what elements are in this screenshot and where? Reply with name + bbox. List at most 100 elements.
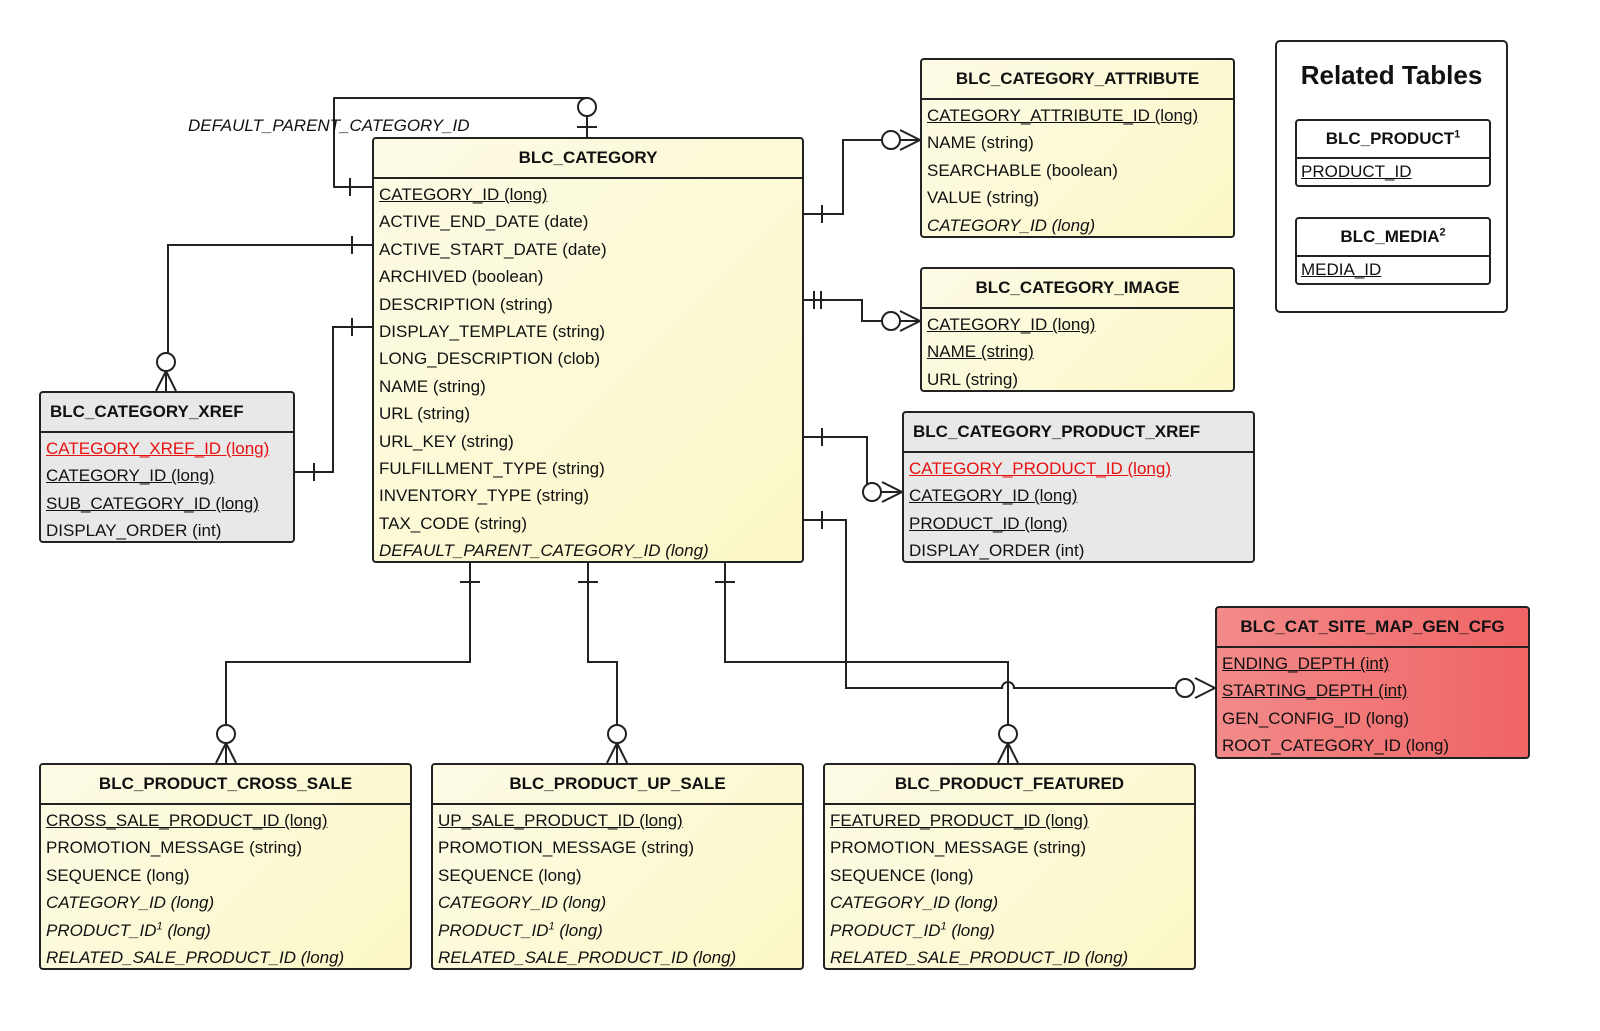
legend-table-field: PRODUCT_ID <box>1301 162 1412 181</box>
legend-title: Related Tables <box>1300 60 1483 90</box>
field: FEATURED_PRODUCT_ID (long) <box>830 811 1089 830</box>
entity-blc-cat-site-map-gen-cfg[interactable]: BLC_CAT_SITE_MAP_GEN_CFG ENDING_DEPTH (i… <box>1215 606 1530 759</box>
field: PRODUCT_ID (long) <box>909 513 1068 533</box>
entity-title: BLC_CAT_SITE_MAP_GEN_CFG <box>1217 608 1528 648</box>
field-text: PRODUCT_ID <box>438 920 549 940</box>
field-text: PRODUCT_ID <box>830 920 941 940</box>
field: CATEGORY_ID (long) <box>927 315 1096 334</box>
legend-table-blc-media[interactable]: BLC_MEDIA2 MEDIA_ID <box>1295 217 1491 285</box>
field-type: (long) <box>554 920 603 940</box>
field: LONG_DESCRIPTION (clob) <box>379 349 601 369</box>
field: NAME (string) <box>927 133 1034 153</box>
entity-blc-category-image[interactable]: BLC_CATEGORY_IMAGE CATEGORY_ID (long) NA… <box>920 267 1235 392</box>
entity-fields: CATEGORY_PRODUCT_ID (long) CATEGORY_ID (… <box>904 453 1253 561</box>
field: SEARCHABLE (boolean) <box>927 160 1118 180</box>
field: CATEGORY_ATTRIBUTE_ID (long) <box>927 106 1199 125</box>
entity-fields: CATEGORY_ID (long) NAME (string) URL (st… <box>922 309 1233 390</box>
field: CATEGORY_ID (long) <box>46 893 215 913</box>
field: RELATED_SALE_PRODUCT_ID (long) <box>830 947 1129 967</box>
entity-blc-category-attribute[interactable]: BLC_CATEGORY_ATTRIBUTE CATEGORY_ATTRIBUT… <box>920 58 1235 238</box>
field: URL (string) <box>927 369 1018 389</box>
field: STARTING_DEPTH (int) <box>1222 681 1408 701</box>
field: CATEGORY_XREF_ID (long) <box>46 439 270 458</box>
field: DISPLAY_ORDER (int) <box>46 521 222 541</box>
entity-blc-product-cross-sale[interactable]: BLC_PRODUCT_CROSS_SALE CROSS_SALE_PRODUC… <box>39 763 412 970</box>
field: CATEGORY_ID (long) <box>379 185 548 204</box>
legend-table-blc-product[interactable]: BLC_PRODUCT1 PRODUCT_ID <box>1295 119 1491 187</box>
entity-fields: CROSS_SALE_PRODUCT_ID (long) PROMOTION_M… <box>41 805 410 968</box>
entity-title: BLC_CATEGORY_IMAGE <box>922 269 1233 309</box>
rel-category-cross-sale <box>225 563 471 724</box>
field: URL_KEY (string) <box>379 431 514 451</box>
field: UP_SALE_PRODUCT_ID (long) <box>438 811 683 830</box>
field: CATEGORY_ID (long) <box>909 486 1078 506</box>
entity-title: BLC_CATEGORY_PRODUCT_XREF <box>904 413 1253 453</box>
field: NAME (string) <box>379 376 486 396</box>
field: ENDING_DEPTH (int) <box>1222 654 1390 673</box>
entity-title: BLC_CATEGORY_ATTRIBUTE <box>922 60 1233 100</box>
rel-category-up-sale <box>587 563 618 724</box>
field: SEQUENCE (long) <box>438 865 582 885</box>
legend-table-title: BLC_MEDIA2 <box>1297 219 1489 257</box>
entity-fields: FEATURED_PRODUCT_ID (long) PROMOTION_MES… <box>825 805 1194 968</box>
footnote-mark: 1 <box>940 919 947 932</box>
field: GEN_CONFIG_ID (long) <box>1222 708 1410 728</box>
entity-fields: ENDING_DEPTH (int) STARTING_DEPTH (int) … <box>1217 648 1528 757</box>
related-tables-legend: Related Tables BLC_PRODUCT1 PRODUCT_ID B… <box>1275 40 1508 313</box>
field: ROOT_CATEGORY_ID (long) <box>1222 736 1450 756</box>
footnote-mark: 1 <box>548 919 555 932</box>
field: NAME (string) <box>927 342 1034 362</box>
rel-category-product-xref <box>804 436 902 493</box>
entity-title: BLC_CATEGORY <box>374 139 802 179</box>
entity-fields: CATEGORY_XREF_ID (long) CATEGORY_ID (lon… <box>41 433 293 541</box>
field: INVENTORY_TYPE (string) <box>379 486 590 506</box>
entity-title: BLC_CATEGORY_XREF <box>41 393 293 433</box>
field: PROMOTION_MESSAGE (string) <box>46 838 302 858</box>
field: SEQUENCE (long) <box>830 865 974 885</box>
entity-fields: UP_SALE_PRODUCT_ID (long) PROMOTION_MESS… <box>433 805 802 968</box>
field: CATEGORY_ID (long) <box>438 893 607 913</box>
field: TAX_CODE (string) <box>379 513 527 533</box>
field: ACTIVE_START_DATE (date) <box>379 239 607 259</box>
field: CATEGORY_ID (long) <box>927 215 1096 235</box>
footnote-mark: 2 <box>1439 226 1446 239</box>
rel-category-xref-sub <box>167 244 372 353</box>
field-type: (long) <box>162 920 211 940</box>
relationship-label: DEFAULT_PARENT_CATEGORY_ID <box>188 116 470 135</box>
entity-fields: CATEGORY_ATTRIBUTE_ID (long) NAME (strin… <box>922 100 1233 236</box>
rel-category-xref-cat <box>294 326 372 473</box>
field: RELATED_SALE_PRODUCT_ID (long) <box>46 947 345 967</box>
legend-table-name: BLC_MEDIA <box>1340 227 1440 246</box>
entity-title: BLC_PRODUCT_FEATURED <box>825 765 1194 805</box>
field: PRODUCT_ID1 (long) <box>825 917 1194 944</box>
field: PROMOTION_MESSAGE (string) <box>438 838 694 858</box>
legend-table-field: MEDIA_ID <box>1301 260 1382 279</box>
field: CATEGORY_ID (long) <box>46 466 215 486</box>
field: CATEGORY_PRODUCT_ID (long) <box>909 459 1171 478</box>
entity-blc-category[interactable]: BLC_CATEGORY CATEGORY_ID (long) ACTIVE_E… <box>372 137 804 563</box>
entity-fields: CATEGORY_ID (long) ACTIVE_END_DATE (date… <box>374 179 802 561</box>
field: PROMOTION_MESSAGE (string) <box>830 838 1086 858</box>
rel-category-site-map <box>804 519 1175 689</box>
field-type: (long) <box>946 920 995 940</box>
field-text: PRODUCT_ID <box>46 920 157 940</box>
field: URL (string) <box>379 404 470 424</box>
field: DESCRIPTION (string) <box>379 294 553 314</box>
field: RELATED_SALE_PRODUCT_ID (long) <box>438 947 737 967</box>
footnote-mark: 1 <box>1454 128 1461 141</box>
entity-blc-category-xref[interactable]: BLC_CATEGORY_XREF CATEGORY_XREF_ID (long… <box>39 391 295 543</box>
legend-table-name: BLC_PRODUCT <box>1325 129 1455 148</box>
entity-title: BLC_PRODUCT_CROSS_SALE <box>41 765 410 805</box>
field: DISPLAY_ORDER (int) <box>909 541 1085 561</box>
field: DISPLAY_TEMPLATE (string) <box>379 321 606 341</box>
footnote-mark: 1 <box>156 919 163 932</box>
entity-blc-product-up-sale[interactable]: BLC_PRODUCT_UP_SALE UP_SALE_PRODUCT_ID (… <box>431 763 804 970</box>
field: SEQUENCE (long) <box>46 865 190 885</box>
entity-blc-category-product-xref[interactable]: BLC_CATEGORY_PRODUCT_XREF CATEGORY_PRODU… <box>902 411 1255 563</box>
rel-category-attribute <box>804 139 920 215</box>
legend-table-title: BLC_PRODUCT1 <box>1297 121 1489 159</box>
field: CROSS_SALE_PRODUCT_ID (long) <box>46 811 328 830</box>
entity-title: BLC_PRODUCT_UP_SALE <box>433 765 802 805</box>
entity-blc-product-featured[interactable]: BLC_PRODUCT_FEATURED FEATURED_PRODUCT_ID… <box>823 763 1196 970</box>
